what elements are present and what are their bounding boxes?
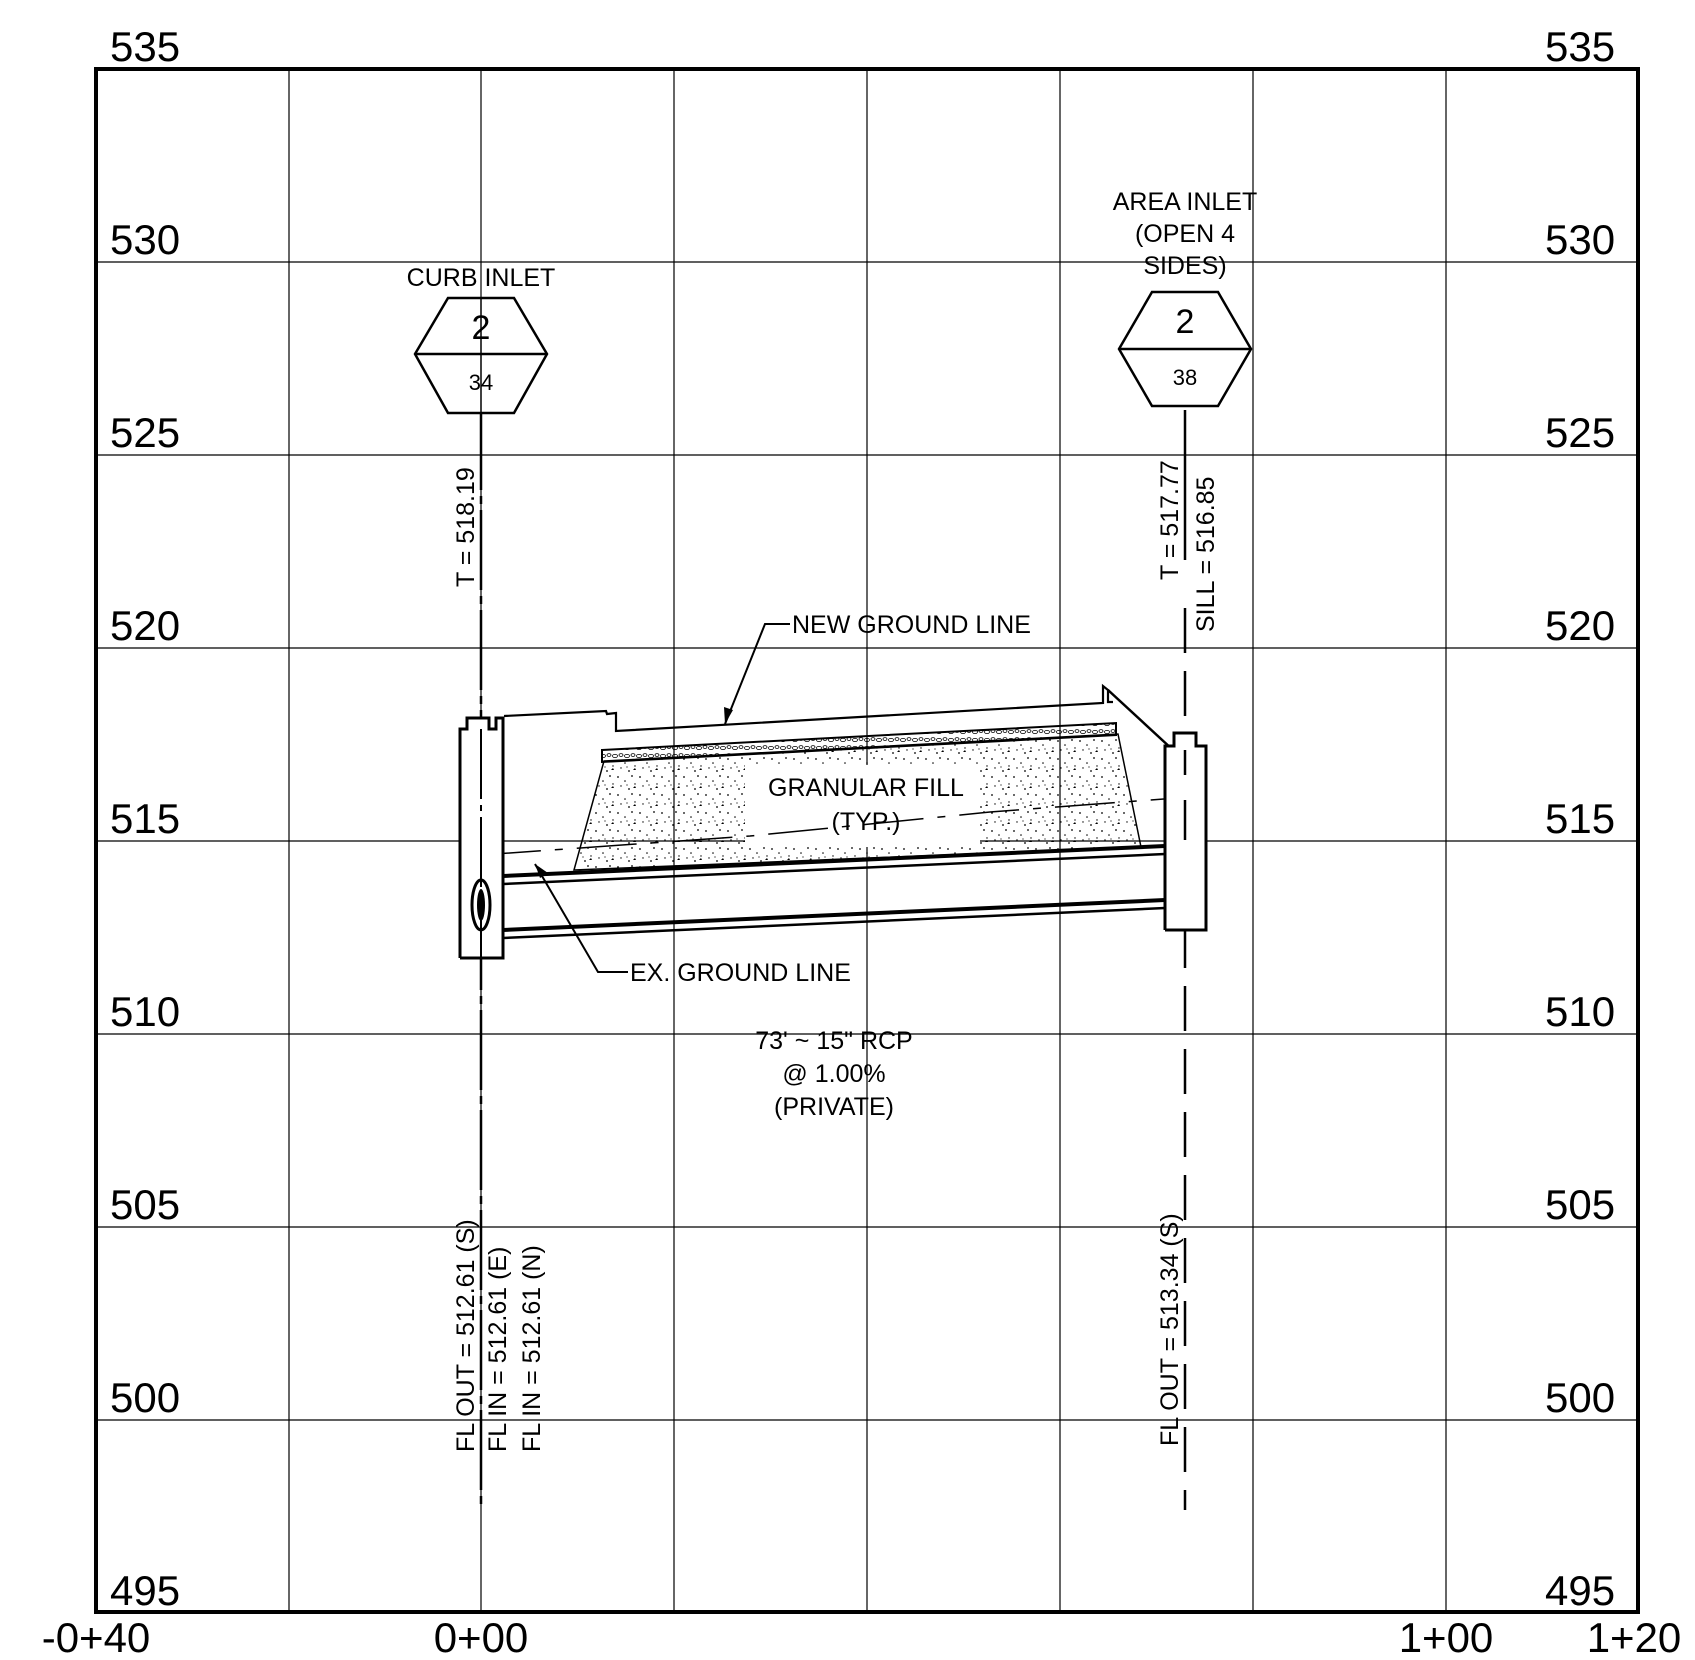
elevation-axis-right: 535 530 525 520 515 510 505 500 495: [1545, 23, 1615, 1614]
rcp-pipe: [502, 844, 1166, 940]
elev-tick-500-right: 500: [1545, 1374, 1615, 1421]
ex-ground-leader: [534, 863, 628, 973]
pipe-size-label: 73' ~ 15" RCP: [755, 1027, 912, 1055]
curb-inlet-fl-out: FL OUT = 512.61 (S): [452, 1219, 480, 1452]
new-ground-line: [503, 683, 1113, 733]
area-inlet-structure-number: 38: [1173, 365, 1197, 390]
new-ground-leader: [724, 623, 790, 725]
curb-inlet-structure-number: 34: [469, 370, 493, 395]
curb-inlet-fl-in-east: FL IN = 512.61 (E): [484, 1247, 512, 1452]
area-inlet-callout-hexagon: 2 38: [1117, 290, 1253, 408]
elev-tick-505-left: 505: [110, 1181, 180, 1228]
pipe-slope-label: @ 1.00%: [782, 1060, 885, 1088]
elev-tick-515-right: 515: [1545, 795, 1615, 842]
area-inlet-sill-elevation: SILL = 516.85: [1192, 477, 1220, 632]
curb-inlet-sheet-number: 2: [472, 309, 491, 347]
ex-ground-line-label: EX. GROUND LINE: [630, 959, 851, 987]
elev-tick-510-right: 510: [1545, 988, 1615, 1035]
area-inlet-title-line-3: SIDES): [1143, 252, 1226, 280]
station-tick-1-20: 1+20: [1587, 1614, 1682, 1660]
elev-tick-530-right: 530: [1545, 216, 1615, 263]
curb-inlet-title: CURB INLET: [407, 264, 556, 292]
station-tick-minus-0-40: -0+40: [42, 1614, 151, 1660]
granular-fill-typ-label: (TYP.): [832, 808, 901, 836]
new-ground-line-label: NEW GROUND LINE: [792, 611, 1031, 639]
area-inlet-title-line-2: (OPEN 4: [1135, 220, 1235, 248]
ex-ground-line: [480, 796, 1191, 856]
curb-inlet-structure: [458, 410, 505, 1510]
station-tick-1-00: 1+00: [1399, 1614, 1494, 1660]
station-tick-0-00: 0+00: [434, 1614, 529, 1660]
elev-tick-530-left: 530: [110, 216, 180, 263]
elevation-axis-left: 535 530 525 520 515 510 505 500 495: [110, 23, 180, 1614]
station-axis: -0+40 0+00 1+00 1+20: [42, 1614, 1682, 1660]
new-ground-slope: [1107, 689, 1174, 751]
elev-tick-520-left: 520: [110, 602, 180, 649]
elev-tick-515-left: 515: [110, 795, 180, 842]
elev-tick-500-left: 500: [110, 1374, 180, 1421]
area-inlet-top-elevation: T = 517.77: [1156, 460, 1184, 580]
elev-tick-495-left: 495: [110, 1567, 180, 1614]
elev-tick-520-right: 520: [1545, 602, 1615, 649]
elev-tick-525-left: 525: [110, 409, 180, 456]
elev-tick-510-left: 510: [110, 988, 180, 1035]
pipe-ownership-label: (PRIVATE): [774, 1093, 894, 1121]
area-inlet-structure: [1163, 410, 1208, 1510]
elev-tick-535-left: 535: [110, 23, 180, 70]
curb-inlet-top-elevation: T = 518.19: [452, 467, 480, 587]
elev-tick-525-right: 525: [1545, 409, 1615, 456]
gravel-layer: [601, 721, 1117, 764]
elev-tick-495-right: 495: [1545, 1567, 1615, 1614]
profile-frame: [94, 67, 1640, 1614]
granular-fill-label: GRANULAR FILL: [768, 774, 964, 802]
elev-tick-505-right: 505: [1545, 1181, 1615, 1228]
elev-tick-535-right: 535: [1545, 23, 1615, 70]
area-inlet-fl-out: FL OUT = 513.34 (S): [1156, 1213, 1184, 1446]
area-inlet-sheet-number: 2: [1176, 303, 1195, 341]
area-inlet-title-line-1: AREA INLET: [1113, 188, 1258, 216]
curb-inlet-fl-in-north: FL IN = 512.61 (N): [518, 1245, 546, 1452]
curb-inlet-callout-hexagon: 2 34: [413, 296, 549, 415]
